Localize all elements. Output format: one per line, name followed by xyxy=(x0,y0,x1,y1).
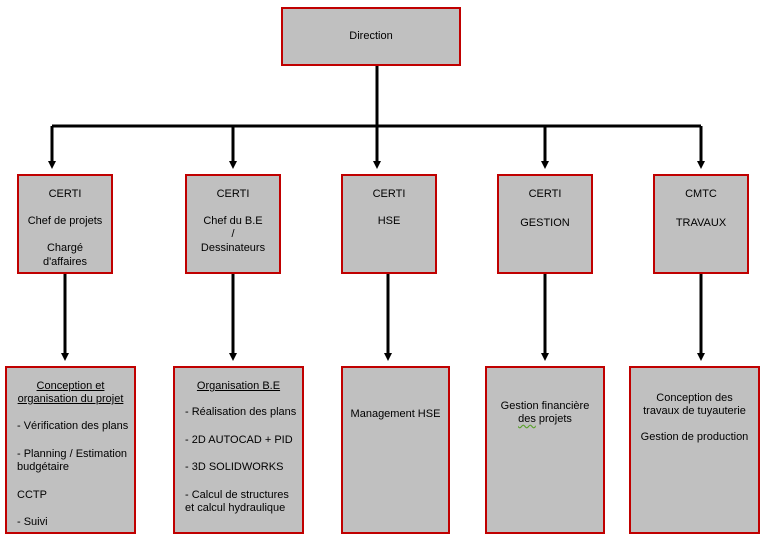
task-item: budgétaire xyxy=(17,461,69,473)
unit-org: CERTI xyxy=(216,188,250,200)
unit-box-bureau-etudes: CERTI Chef du B.E / Dessinateurs xyxy=(185,174,281,274)
direction-label: Direction xyxy=(349,30,393,42)
task-item: - Vérification des plans xyxy=(17,420,129,432)
task-item: - Calcul de structures xyxy=(185,489,289,501)
unit-org: CERTI xyxy=(528,188,562,200)
task-item: - Réalisation des plans xyxy=(185,406,297,418)
unit-role-secondary: d'affaires xyxy=(42,256,88,268)
task-item: et calcul hydraulique xyxy=(185,502,286,514)
task-text: Conception des xyxy=(656,392,733,404)
task-box-projet: Conception et organisation du projet - V… xyxy=(5,366,136,534)
unit-org: CMTC xyxy=(685,188,717,200)
unit-org: CERTI xyxy=(48,188,82,200)
task-text: Gestion financière xyxy=(500,400,590,412)
task-title: Conception et xyxy=(36,380,105,392)
task-text-word: des xyxy=(518,413,536,425)
unit-role: HSE xyxy=(377,215,401,227)
unit-box-chef-de-projets: CERTI Chef de projets Chargé d'affaires xyxy=(17,174,113,274)
unit-org: CERTI xyxy=(372,188,406,200)
unit-role-secondary: Chargé xyxy=(46,242,84,254)
direction-box: Direction xyxy=(281,7,461,66)
task-item: - Suivi xyxy=(17,516,48,528)
task-text: des projets xyxy=(487,413,603,426)
task-box-travaux: Conception des travaux de tuyauterie Ges… xyxy=(629,366,760,534)
unit-box-gestion: CERTI GESTION xyxy=(497,174,593,274)
task-item: CCTP xyxy=(17,489,47,501)
task-box-hse: Management HSE xyxy=(341,366,450,534)
task-title: Organisation B.E xyxy=(196,380,281,392)
unit-role: GESTION xyxy=(520,217,570,229)
task-text-rest: projets xyxy=(535,413,572,425)
task-title: organisation du projet xyxy=(17,393,124,405)
task-text: Gestion de production xyxy=(640,431,749,443)
task-item: - Planning / Estimation xyxy=(17,448,128,460)
unit-box-hse: CERTI HSE xyxy=(341,174,437,274)
task-item: - 3D SOLIDWORKS xyxy=(185,461,284,473)
unit-separator: / xyxy=(231,228,235,240)
task-text: travaux de tuyauterie xyxy=(643,405,746,417)
unit-role: Chef de projets xyxy=(27,215,103,227)
unit-role: TRAVAUX xyxy=(675,217,727,229)
task-text: Management HSE xyxy=(350,408,441,420)
unit-box-travaux: CMTC TRAVAUX xyxy=(653,174,749,274)
unit-role-secondary: Dessinateurs xyxy=(200,242,266,254)
task-box-gestion: Gestion financière des projets xyxy=(485,366,605,534)
unit-role: Chef du B.E xyxy=(203,215,263,227)
task-box-bureau-etudes: Organisation B.E - Réalisation des plans… xyxy=(173,366,304,534)
task-item: - 2D AUTOCAD + PID xyxy=(185,434,293,446)
